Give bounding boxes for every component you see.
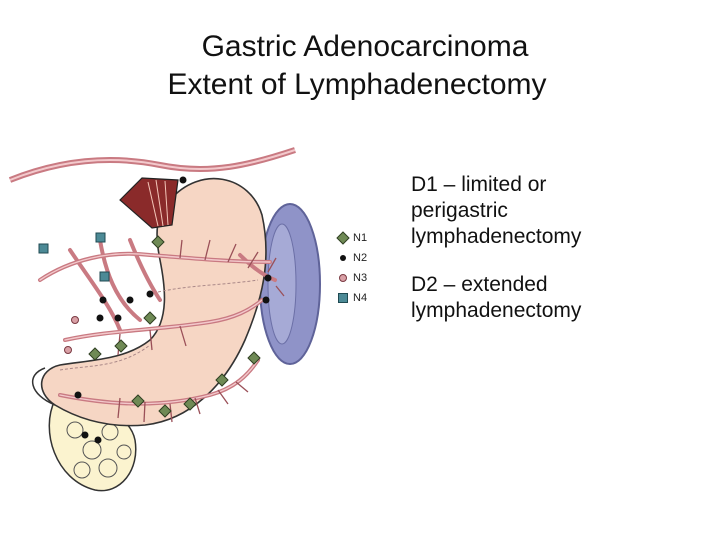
n2-node <box>262 296 270 304</box>
n2-node <box>114 314 122 322</box>
n1-node <box>183 397 197 411</box>
n2-node <box>99 296 107 304</box>
n2-node <box>96 314 104 322</box>
vessel-branches <box>117 239 285 423</box>
title-line-1: Gastric Adenocarcinoma <box>201 30 529 63</box>
n4-node <box>99 271 110 282</box>
lymphadenectomy-definitions: D1 – limited or perigastric lymphadenect… <box>411 172 711 346</box>
legend-label: N3 <box>353 272 368 284</box>
dot-icon <box>336 251 350 265</box>
stomach-lymph-node-illustration <box>8 147 321 492</box>
n2-node <box>179 176 187 184</box>
n1-node <box>151 235 165 249</box>
n4-node-markers <box>38 232 110 282</box>
legend-item-n3: N3 <box>336 268 396 288</box>
n3-node-markers <box>64 316 79 354</box>
title-line-2: Extent of Lymphadenectomy <box>167 68 547 101</box>
esophagus <box>119 177 179 229</box>
gastric-vessels-inner <box>39 253 271 405</box>
diamond-icon <box>336 231 350 245</box>
n1-node <box>88 347 102 361</box>
n1-node-markers <box>88 235 261 418</box>
legend-label: N2 <box>353 252 368 264</box>
n2-node <box>81 431 89 439</box>
n2-node <box>264 274 272 282</box>
n2-node <box>74 391 82 399</box>
square-icon <box>336 291 350 305</box>
circle-icon <box>336 271 350 285</box>
legend-item-n1: N1 <box>336 228 396 248</box>
d1-definition: D1 – limited or perigastric lymphadenect… <box>411 172 711 250</box>
n2-node <box>94 436 102 444</box>
n2-node <box>146 290 154 298</box>
n4-node <box>95 232 106 243</box>
d1-line-3: lymphadenectomy <box>411 225 582 248</box>
d2-line-1: D2 – extended <box>411 273 548 296</box>
n2-node <box>126 296 134 304</box>
n1-node <box>158 404 172 418</box>
d2-line-2: lymphadenectomy <box>411 299 582 322</box>
n4-node <box>38 243 49 254</box>
arterial-arch <box>8 147 296 183</box>
n1-node <box>114 339 128 353</box>
n1-node <box>143 311 157 325</box>
legend-item-n4: N4 <box>336 288 396 308</box>
d1-line-1: D1 – limited or <box>411 173 547 196</box>
n1-node <box>247 351 261 365</box>
n3-node <box>64 346 72 354</box>
n2-node-markers <box>74 176 272 444</box>
n1-node <box>131 394 145 408</box>
legend-item-n2: N2 <box>336 248 396 268</box>
d2-definition: D2 – extended lymphadenectomy <box>411 272 711 324</box>
node-legend: N1 N2 N3 N4 <box>336 228 396 308</box>
n3-node <box>71 316 79 324</box>
legend-label: N1 <box>353 232 368 244</box>
spleen <box>259 203 321 365</box>
slide-title: Gastric Adenocarcinoma Extent of Lymphad… <box>0 28 728 104</box>
d1-line-2: perigastric <box>411 199 508 222</box>
n1-node <box>215 373 229 387</box>
legend-label: N4 <box>353 292 368 304</box>
